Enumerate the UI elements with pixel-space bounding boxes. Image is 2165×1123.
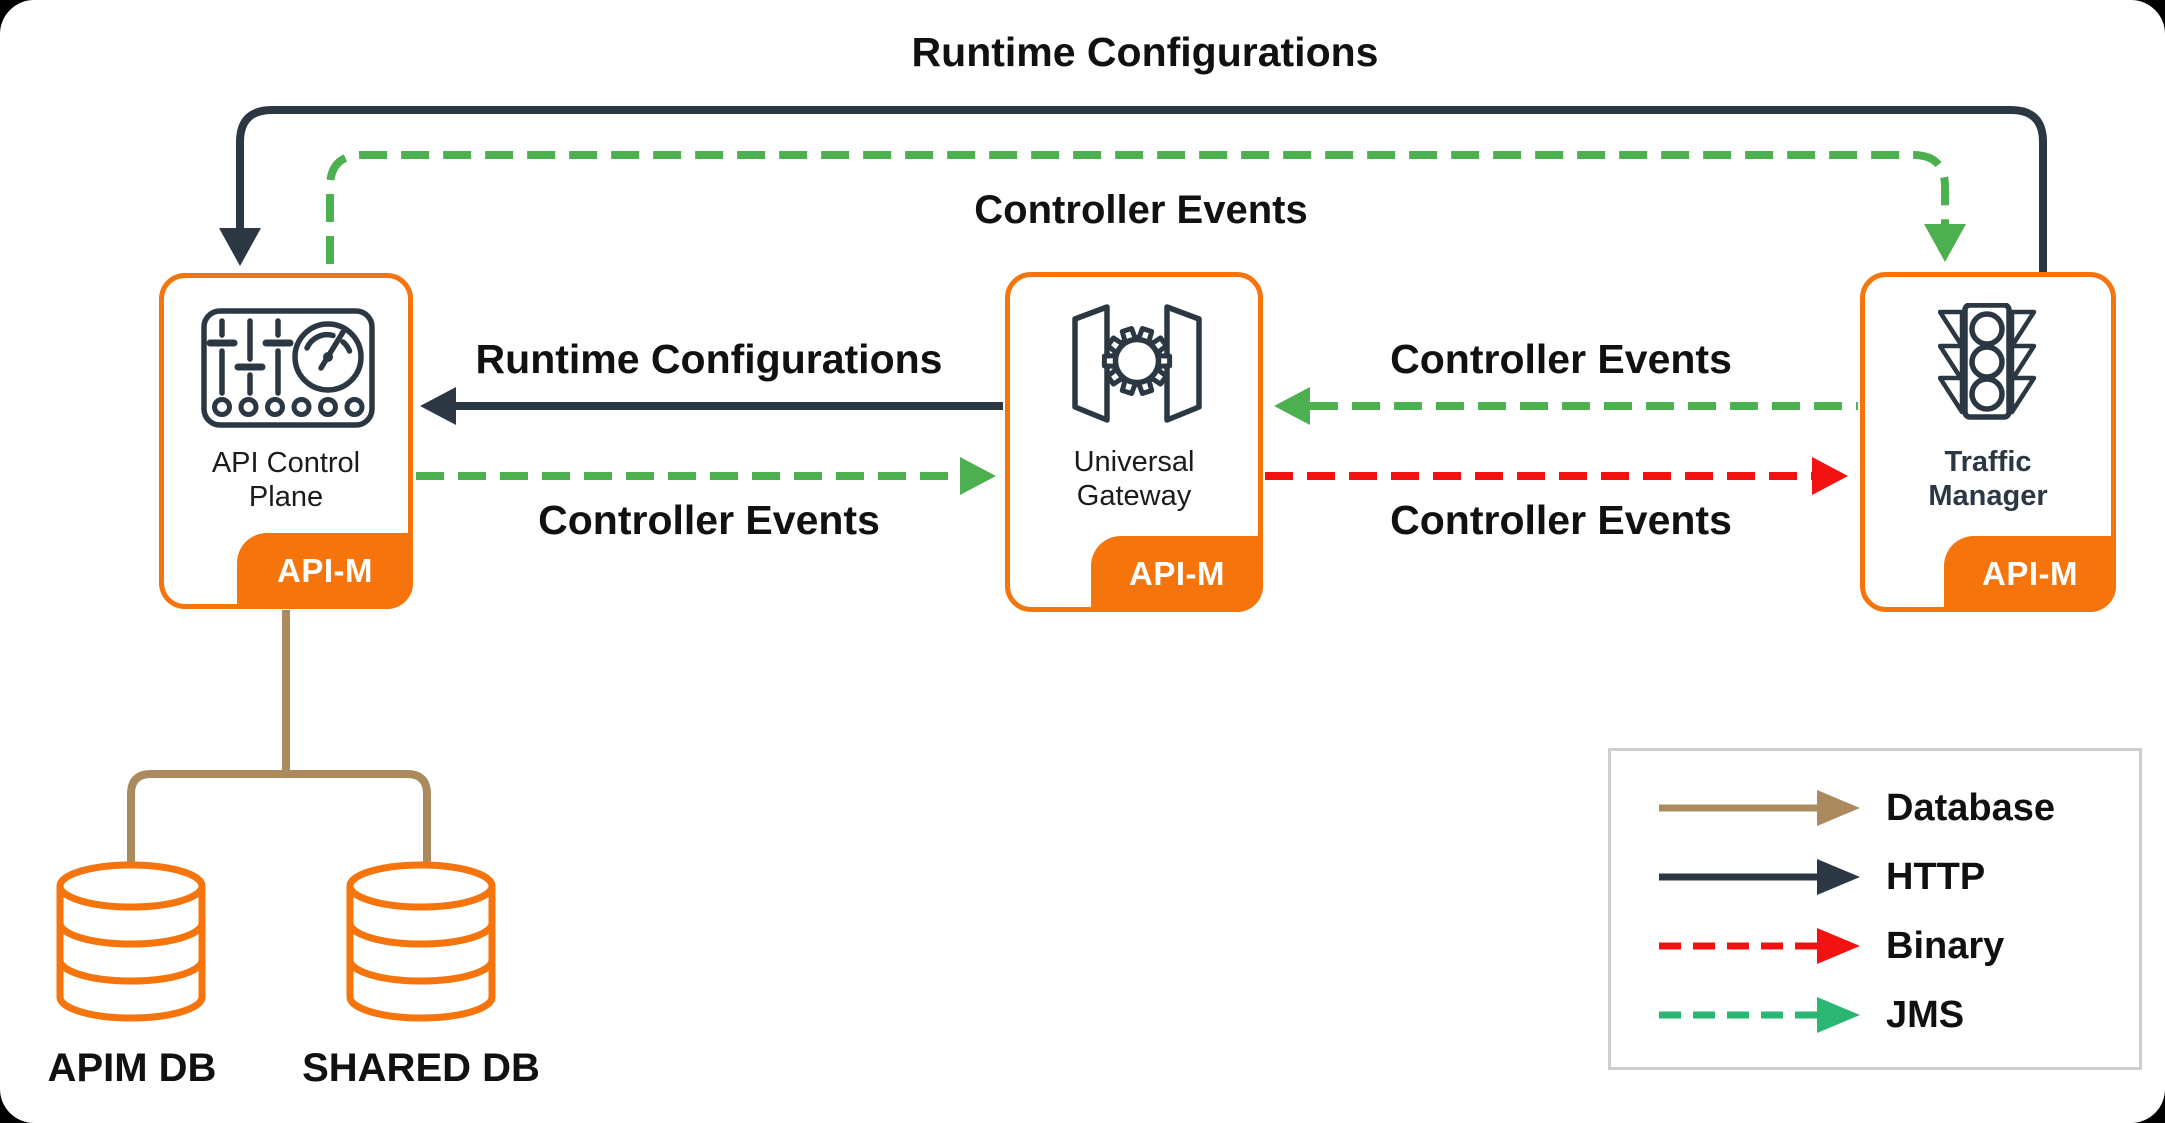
top-subtitle: Controller Events (974, 188, 1308, 232)
top-title: Runtime Configurations (911, 29, 1379, 75)
arrowhead-right-jms (960, 457, 996, 495)
legend-label: HTTP (1886, 855, 1986, 898)
legend-label: Binary (1886, 924, 2005, 967)
arrowhead-right-binary (1812, 457, 1848, 495)
arrowhead-left-http (420, 387, 456, 425)
edge-database-connector (127, 610, 431, 864)
legend: Database HTTP Binary JMS (1608, 748, 2142, 1070)
node-universal-gateway: Universal Gateway API-M (1005, 272, 1263, 612)
edge-mid-jms-right (1274, 387, 1858, 425)
traffic-light-icon (1938, 303, 2037, 420)
edge-label-runtime-configurations: Runtime Configurations (475, 336, 943, 382)
control-panel-icon (201, 308, 375, 428)
legend-label: Database (1886, 786, 2055, 829)
arrowhead-down-jms (1924, 224, 1966, 262)
gateway-doors-gear-icon (1072, 304, 1202, 423)
node-label-api-control-plane: API Control Plane (211, 447, 361, 513)
edge-mid-http (420, 387, 1003, 425)
apim-db-label: APIM DB (47, 1046, 217, 1090)
legend-row-jms: JMS (1657, 991, 2139, 1039)
database-cylinder-apim (56, 861, 206, 1022)
edge-mid-jms-left (416, 457, 996, 495)
edge-label-controller-events-right-top: Controller Events (1390, 336, 1732, 382)
legend-row-database: Database (1657, 784, 2139, 832)
shared-db-label: SHARED DB (302, 1046, 540, 1090)
apim-badge: API-M (1944, 536, 2116, 612)
jms-arrow-icon (1659, 997, 1860, 1033)
http-arrow-icon (1659, 859, 1860, 895)
apim-badge: API-M (237, 533, 413, 609)
database-arrow-icon (1659, 790, 1860, 826)
edge-label-controller-events-right-bottom: Controller Events (1390, 497, 1732, 543)
legend-label: JMS (1886, 993, 1965, 1036)
node-traffic-manager: Traffic Manager API-M (1860, 272, 2116, 612)
edge-label-controller-events-left: Controller Events (538, 497, 880, 543)
edge-mid-binary (1265, 457, 1848, 495)
binary-arrow-icon (1659, 928, 1860, 964)
edge-top-http (219, 106, 2047, 272)
edge-top-jms (326, 151, 1966, 264)
arrowhead-left-jms (1274, 387, 1310, 425)
legend-row-http: HTTP (1657, 853, 2139, 901)
arrowhead-down-http (219, 228, 261, 266)
node-api-control-plane: API Control Plane API-M (159, 273, 413, 609)
node-label-universal-gateway: Universal Gateway (1073, 446, 1195, 512)
legend-row-binary: Binary (1657, 922, 2139, 970)
node-label-traffic-manager: Traffic Manager (1928, 446, 2048, 512)
database-cylinder-shared (346, 861, 496, 1022)
apim-badge: API-M (1091, 536, 1263, 612)
